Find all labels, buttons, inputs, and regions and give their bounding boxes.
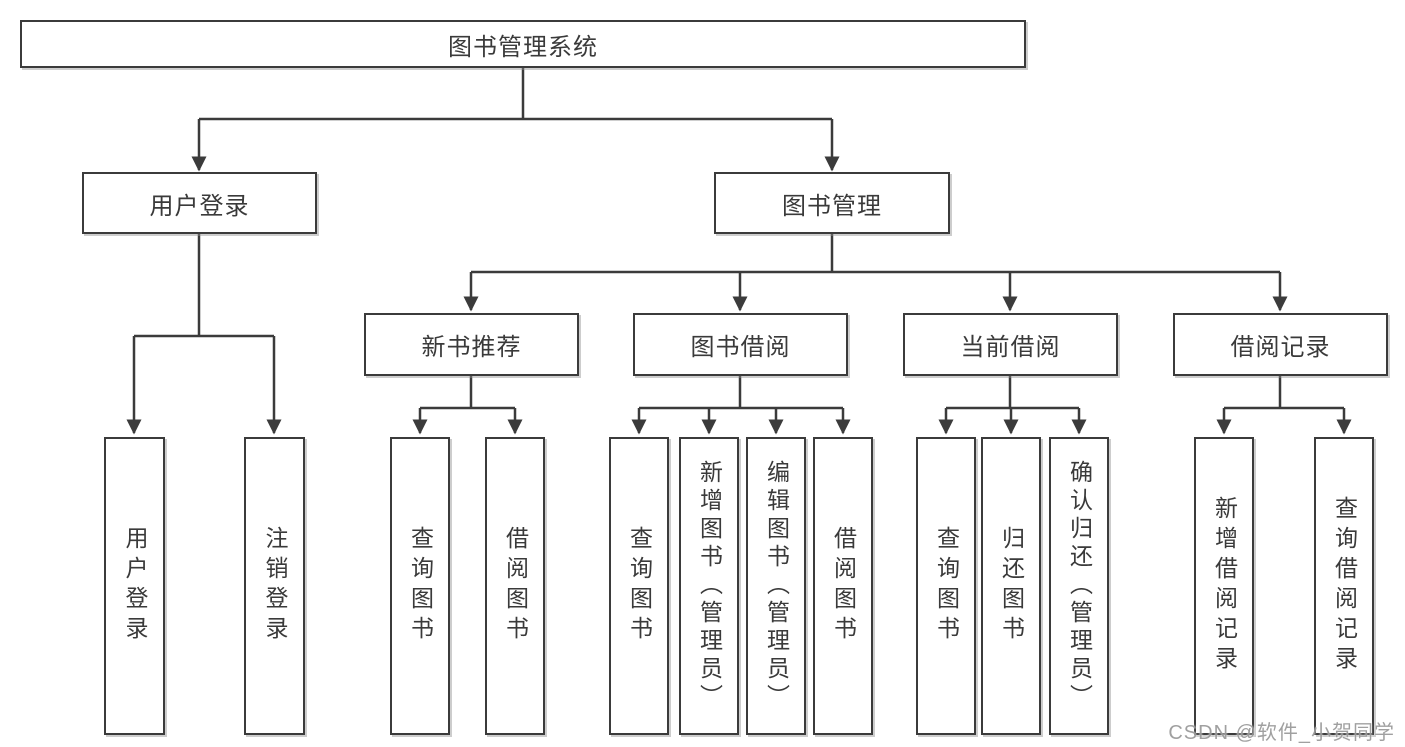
leaf-add-borrow-record: 新增借阅记录 [1194,437,1254,735]
leaf-return-book-label: 归还图书 [998,526,1025,646]
leaf-borrow-book-newrec: 借阅图书 [485,437,545,735]
node-current-borrow-label: 当前借阅 [960,334,1061,361]
node-root: 图书管理系统 [20,20,1026,68]
leaf-query-book-borrow: 查询图书 [609,437,669,735]
edge-group-root [191,68,840,172]
leaf-borrow-book-borrow-label: 借阅图书 [830,526,857,646]
edge-group-current-borrow [938,376,1087,435]
leaf-add-book-admin: 新增图书（管理员） [679,437,739,735]
node-book-borrow: 图书借阅 [633,313,848,376]
leaf-add-book-admin-label: 新增图书（管理员） [696,460,723,712]
edge-group-new-book-rec [412,376,523,435]
leaf-edit-book-admin: 编辑图书（管理员） [746,437,806,735]
leaf-borrow-book-borrow: 借阅图书 [813,437,873,735]
leaf-confirm-return-admin-label: 确认归还（管理员） [1066,460,1093,712]
leaf-query-book-borrow-label: 查询图书 [626,526,653,646]
csdn-watermark: CSDN @软件_小贺同学 [1168,722,1395,744]
leaf-query-book-current-label: 查询图书 [933,526,960,646]
leaf-edit-book-admin-label: 编辑图书（管理员） [763,460,790,712]
node-root-label: 图书管理系统 [448,33,598,61]
node-book-borrow-label: 图书借阅 [690,334,791,361]
edge-group-user-login [126,234,282,435]
node-book-manage: 图书管理 [714,172,950,234]
leaf-logout-login-label: 注销登录 [262,526,288,646]
node-current-borrow: 当前借阅 [903,313,1118,376]
leaf-confirm-return-admin: 确认归还（管理员） [1049,437,1109,735]
node-new-book-rec-label: 新书推荐 [421,334,522,361]
leaf-query-book-newrec-label: 查询图书 [407,526,434,646]
leaf-logout-login: 注销登录 [244,437,305,735]
edge-group-book-borrow [631,376,851,435]
edge-group-borrow-record [1216,376,1352,435]
leaf-return-book: 归还图书 [981,437,1041,735]
node-user-login: 用户登录 [82,172,317,234]
leaf-borrow-book-newrec-label: 借阅图书 [502,526,529,646]
leaf-add-borrow-record-label: 新增借阅记录 [1211,496,1238,676]
leaf-query-borrow-record: 查询借阅记录 [1314,437,1374,735]
leaf-query-book-current: 查询图书 [916,437,976,735]
node-user-login-label: 用户登录 [149,192,250,220]
node-new-book-rec: 新书推荐 [364,313,579,376]
leaf-query-borrow-record-label: 查询借阅记录 [1331,496,1358,676]
leaf-query-book-newrec: 查询图书 [390,437,450,735]
edge-group-book-manage [463,234,1288,312]
node-borrow-record-label: 借阅记录 [1230,334,1331,361]
node-borrow-record: 借阅记录 [1173,313,1388,376]
leaf-user-login: 用户登录 [104,437,165,735]
node-book-manage-label: 图书管理 [782,192,882,220]
leaf-user-login-label: 用户登录 [122,526,148,646]
